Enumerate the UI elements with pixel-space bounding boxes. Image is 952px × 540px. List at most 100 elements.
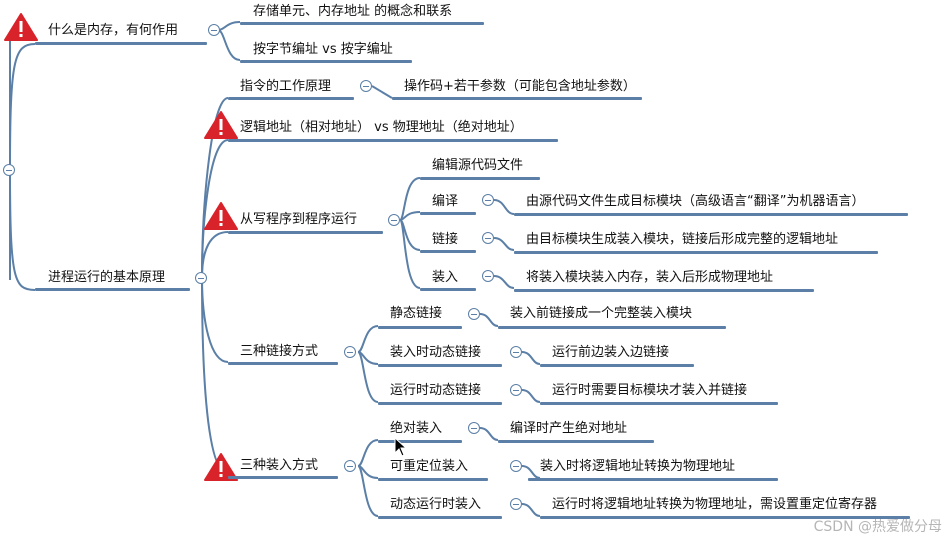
abs-collapse-button[interactable] — [468, 422, 480, 434]
node-link-c[interactable]: 由目标模块生成装入模块，链接后形成完整的逻辑地址 — [526, 232, 839, 247]
node-link3[interactable]: 三种链接方式 — [240, 344, 319, 359]
runtime-to-c — [521, 389, 541, 403]
node-mem-c2[interactable]: 按字节编址 vs 按字编址 — [253, 42, 393, 57]
node-link-c-underline — [514, 251, 878, 254]
node-dyn-c[interactable]: 运行时将逻辑地址转换为物理地址，需设置重定位寄存器 — [552, 497, 878, 512]
node-abs[interactable]: 绝对装入 — [390, 421, 443, 436]
node-loadtime-c[interactable]: 运行前边装入边链接 — [552, 345, 670, 360]
node-process[interactable]: 进程运行的基本原理 — [48, 270, 166, 285]
warning-icon — [204, 111, 238, 139]
node-abs-c-underline — [498, 440, 654, 443]
link3-to-runtime — [357, 351, 379, 403]
node-abs-c[interactable]: 编译时产生绝对地址 — [510, 421, 628, 436]
root-collapse-button[interactable] — [3, 164, 15, 176]
node-load[interactable]: 装入 — [432, 270, 459, 285]
node-instr-c1[interactable]: 操作码+若干参数（可能包含地址参数） — [404, 79, 636, 94]
instr-collapse-button[interactable] — [360, 80, 372, 92]
node-compile-c-underline — [514, 213, 908, 216]
load3-to-abs — [357, 439, 379, 467]
node-static-c-underline — [498, 326, 726, 329]
prog-to-load — [399, 219, 421, 289]
warning-icon — [204, 453, 238, 481]
static-to-c — [479, 313, 499, 327]
node-load3[interactable]: 三种装入方式 — [240, 458, 319, 473]
node-dyn-underline — [378, 516, 502, 519]
link3-collapse-button[interactable] — [344, 346, 356, 358]
root-to-process — [9, 169, 36, 291]
node-loadtime-c-underline — [540, 364, 694, 367]
node-compile[interactable]: 编译 — [432, 194, 459, 209]
node-memory-underline — [35, 42, 207, 45]
reloc-to-c — [521, 465, 541, 479]
load-to-c — [493, 275, 515, 289]
node-process-underline — [35, 288, 190, 291]
node-reloc-c-underline — [528, 478, 778, 481]
node-compile-underline — [420, 212, 476, 215]
memory-to-c1 — [217, 21, 241, 31]
memory-collapse-button[interactable] — [208, 24, 220, 36]
node-memory[interactable]: 什么是内存，有何作用 — [48, 23, 179, 38]
node-runtime[interactable]: 运行时动态链接 — [390, 383, 482, 398]
warning-icon — [4, 13, 38, 41]
node-instr[interactable]: 指令的工作原理 — [240, 79, 332, 94]
node-reloc-c[interactable]: 装入时将逻辑地址转换为物理地址 — [540, 459, 736, 474]
dyn-collapse-button[interactable] — [510, 498, 522, 510]
node-link[interactable]: 链接 — [432, 232, 459, 247]
node-static[interactable]: 静态链接 — [390, 306, 443, 321]
runtime-collapse-button[interactable] — [510, 384, 522, 396]
process-to-load3 — [201, 277, 229, 475]
node-prog[interactable]: 从写程序到程序运行 — [240, 212, 358, 227]
node-prog-underline — [228, 231, 383, 234]
warning-icon — [204, 202, 238, 230]
node-logical-underline — [228, 139, 558, 142]
process-to-logical — [201, 139, 229, 279]
node-logical[interactable]: 逻辑地址（相对地址） vs 物理地址（绝对地址） — [240, 120, 523, 135]
abs-to-c — [479, 427, 499, 441]
mouse-cursor-icon — [394, 437, 408, 457]
node-load-c-underline — [514, 289, 814, 292]
node-instr-underline — [228, 97, 354, 100]
load3-collapse-button[interactable] — [344, 460, 356, 472]
node-mem-c1-underline — [240, 22, 484, 25]
node-load-c[interactable]: 将装入模块装入内存，装入后形成物理地址 — [526, 270, 774, 285]
node-reloc[interactable]: 可重定位装入 — [390, 459, 469, 474]
process-to-prog — [201, 231, 229, 279]
node-abs-underline — [378, 440, 462, 443]
node-reloc-underline — [378, 478, 488, 481]
link3-to-static — [357, 325, 379, 353]
node-loadtime[interactable]: 装入时动态链接 — [390, 345, 482, 360]
process-to-link3 — [201, 277, 229, 363]
node-dyn[interactable]: 动态运行时装入 — [390, 497, 482, 512]
link-collapse-button[interactable] — [482, 232, 494, 244]
node-static-underline — [378, 326, 462, 329]
static-collapse-button[interactable] — [468, 308, 480, 320]
loadtime-collapse-button[interactable] — [510, 346, 522, 358]
node-loadtime-underline — [378, 364, 502, 367]
node-dyn-c-underline — [540, 516, 910, 519]
node-runtime-c[interactable]: 运行时需要目标模块才装入并链接 — [552, 383, 748, 398]
link-to-c — [493, 237, 515, 251]
node-load3-underline — [228, 476, 338, 479]
compile-to-c — [493, 199, 515, 215]
watermark: CSDN @热爱做分母 — [813, 519, 942, 535]
node-mem-c1[interactable]: 存储单元、内存地址 的概念和联系 — [253, 4, 453, 19]
node-static-c[interactable]: 装入前链接成一个完整装入模块 — [510, 306, 693, 321]
node-mem-c2-underline — [240, 60, 412, 63]
instr-to-c1 — [371, 85, 393, 99]
reloc-collapse-button[interactable] — [510, 460, 522, 472]
node-link3-underline — [228, 362, 338, 365]
node-instr-c1-underline — [392, 97, 642, 100]
process-collapse-button[interactable] — [195, 272, 207, 284]
node-edit-underline — [420, 177, 540, 180]
load-collapse-button[interactable] — [482, 270, 494, 282]
node-runtime-c-underline — [540, 402, 778, 405]
dyn-to-c — [521, 503, 541, 517]
node-compile-c[interactable]: 由源代码文件生成目标模块（高级语言“翻译”为机器语言） — [526, 194, 865, 209]
compile-collapse-button[interactable] — [482, 194, 494, 206]
node-load-underline — [420, 288, 476, 291]
memory-to-c2 — [217, 29, 241, 61]
prog-collapse-button[interactable] — [388, 214, 400, 226]
root-to-memory — [9, 43, 36, 171]
node-edit[interactable]: 编辑源代码文件 — [432, 158, 524, 173]
load3-to-dyn — [357, 465, 379, 517]
